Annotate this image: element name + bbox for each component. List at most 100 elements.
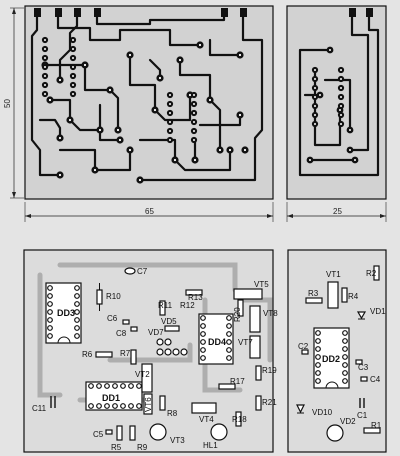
dimension-height: 50 bbox=[3, 7, 24, 199]
resistor-r8: R8 bbox=[159, 395, 178, 418]
drill-hole bbox=[72, 84, 74, 86]
resistor-r21: R21 bbox=[255, 395, 277, 411]
vd10-label: VD10 bbox=[312, 408, 333, 417]
drill-hole bbox=[340, 96, 342, 98]
resistor-r17: R17 bbox=[218, 377, 245, 390]
ic-pin bbox=[112, 403, 118, 409]
drill-hole bbox=[44, 93, 46, 95]
small-pcb-board bbox=[286, 5, 387, 200]
hl1-label: HL1 bbox=[203, 441, 218, 450]
resistor-r18: R18 bbox=[232, 411, 247, 427]
r2-label: R2 bbox=[366, 269, 377, 278]
vt1-label: VT1 bbox=[326, 270, 341, 279]
ic-pin bbox=[342, 338, 348, 344]
r20-label: R20 bbox=[233, 307, 242, 322]
vt8-label: VT8 bbox=[263, 309, 278, 318]
ic-pin bbox=[200, 315, 206, 321]
ic-pin bbox=[120, 383, 126, 389]
resistor-r13: R13 bbox=[185, 289, 203, 302]
resistor-r7: R7 bbox=[120, 349, 137, 365]
ic-pin bbox=[128, 383, 134, 389]
ic-pin bbox=[136, 403, 142, 409]
ic-pin bbox=[342, 370, 348, 376]
drill-hole bbox=[44, 48, 46, 50]
drill-hole bbox=[169, 121, 171, 123]
ic-pin bbox=[226, 331, 232, 337]
ic-pin bbox=[47, 317, 53, 323]
c2-label: C2 bbox=[298, 342, 309, 351]
drill-hole bbox=[340, 114, 342, 116]
resistor-r11: R11 bbox=[158, 300, 173, 316]
c1-label: C1 bbox=[357, 411, 368, 420]
transistor-vt8: VT8 bbox=[249, 305, 278, 333]
ic-pin bbox=[315, 362, 321, 368]
capacitor-c3: C3 bbox=[355, 359, 369, 372]
drill-hole bbox=[314, 69, 316, 71]
vd5-label: VD5 bbox=[161, 317, 177, 326]
ic-pin bbox=[47, 285, 53, 291]
transistor-vt3: VT3 bbox=[149, 423, 185, 445]
dd1-label: DD1 bbox=[102, 393, 120, 403]
drill-hole bbox=[44, 39, 46, 41]
led-vd2: VD2 bbox=[326, 417, 356, 442]
r8-label: R8 bbox=[167, 409, 178, 418]
ic-pin bbox=[96, 383, 102, 389]
ic-pin bbox=[315, 354, 321, 360]
drill-hole bbox=[44, 57, 46, 59]
drill-hole bbox=[72, 48, 74, 50]
ic-pin bbox=[226, 347, 232, 353]
ic-pin bbox=[226, 323, 232, 329]
vd7-label: VD7 bbox=[148, 328, 164, 337]
r17-label: R17 bbox=[230, 377, 245, 386]
drill-hole bbox=[314, 87, 316, 89]
transistor-vt5: VT5 bbox=[233, 280, 269, 300]
ic-pin bbox=[342, 362, 348, 368]
ic-pin bbox=[47, 333, 53, 339]
ic-pin bbox=[226, 315, 232, 321]
r7-label: R7 bbox=[120, 349, 131, 358]
capacitor-c4: C4 bbox=[360, 375, 381, 384]
drill-hole bbox=[169, 103, 171, 105]
resistor-r1: R1 bbox=[363, 421, 382, 434]
diode-vd5: VD5 bbox=[161, 317, 180, 332]
transistor-vt2: VT2 bbox=[135, 363, 153, 393]
ic-pin bbox=[342, 354, 348, 360]
resistor-r3: R3 bbox=[305, 289, 323, 304]
ic-pin bbox=[315, 370, 321, 376]
ic-pin bbox=[136, 383, 142, 389]
drill-hole bbox=[193, 121, 195, 123]
ic-pin bbox=[88, 383, 94, 389]
c11-label: C11 bbox=[32, 404, 47, 413]
ic-dd2: DD2 bbox=[313, 327, 350, 389]
resistor-r12: R12 bbox=[180, 301, 195, 310]
resistor-r19: R19 bbox=[255, 365, 277, 381]
ic-pin bbox=[315, 338, 321, 344]
drill-hole bbox=[72, 66, 74, 68]
transistor-vt1: VT1 bbox=[326, 270, 341, 309]
ic-pin bbox=[200, 323, 206, 329]
dimension-width-main: 65 bbox=[24, 202, 274, 222]
drill-hole bbox=[72, 75, 74, 77]
c5-label: C5 bbox=[93, 430, 104, 439]
ic-pin bbox=[120, 403, 126, 409]
ic-pin bbox=[74, 325, 80, 331]
r5-label: R5 bbox=[111, 443, 122, 452]
ic-pin bbox=[74, 301, 80, 307]
ic-pin bbox=[74, 317, 80, 323]
dd3-label: DD3 bbox=[57, 308, 75, 318]
ic-pin bbox=[315, 346, 321, 352]
capacitor-c7: C7 bbox=[124, 267, 148, 276]
drill-hole bbox=[314, 78, 316, 80]
r10-label: R10 bbox=[106, 292, 121, 301]
drill-hole bbox=[169, 139, 171, 141]
drill-hole bbox=[193, 103, 195, 105]
dimension-65-label: 65 bbox=[145, 207, 154, 216]
ic-pin bbox=[342, 330, 348, 336]
transistor-vt7: VT7 bbox=[238, 335, 261, 359]
resistor-r20: R20 bbox=[233, 299, 244, 322]
dd4-label: DD4 bbox=[208, 337, 226, 347]
ic-dd3: DD3 bbox=[45, 282, 82, 344]
r11-label: R11 bbox=[158, 301, 173, 310]
capacitor-c8: C8 bbox=[116, 326, 138, 338]
r12-label: R12 bbox=[180, 301, 195, 310]
